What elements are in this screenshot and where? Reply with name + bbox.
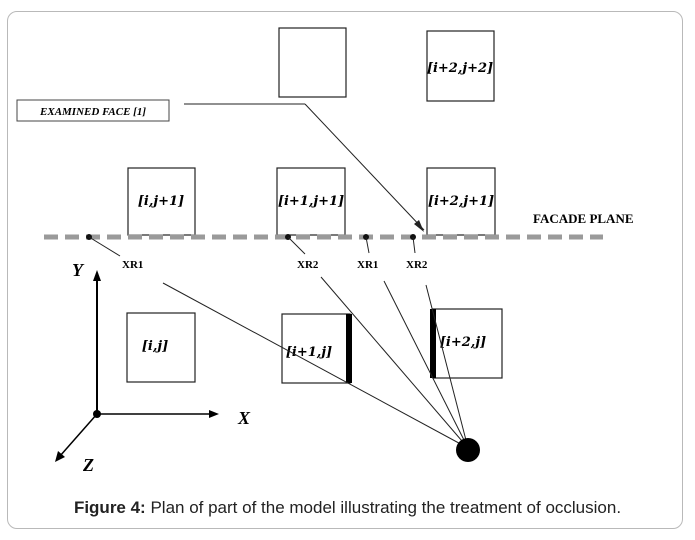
xr1-left-label: XR1 [122, 259, 143, 271]
figure-caption: Figure 4: Plan of part of the model illu… [0, 498, 695, 518]
axes-origin [93, 410, 101, 418]
examined-face-pointer-diagonal [304, 103, 425, 231]
examined-face-label: EXAMINED FACE [1] [39, 106, 146, 118]
x-axis-label: X [237, 408, 251, 428]
z-axis [59, 413, 98, 457]
cell-i1-j1 [276, 167, 346, 236]
sight-line-xr1-left [162, 282, 469, 449]
cell-label-i2-j: [i+2,j] [440, 335, 486, 350]
sight-line-xr1-mid [383, 280, 469, 449]
examined-face-arrowhead [414, 220, 424, 232]
sight-line-xr2-right [425, 284, 469, 449]
xr2-mid-label: XR2 [297, 259, 319, 271]
y-axis-arrowhead [93, 270, 101, 281]
caption-text: Plan of part of the model illustrating t… [145, 498, 622, 517]
y-axis-label: Y [72, 260, 85, 280]
leader-xr1-mid [365, 236, 370, 254]
facade-plane-label: FACADE PLANE [533, 211, 634, 226]
cell-label-i2-j2: [i+2,j+2] [427, 61, 493, 76]
z-axis-label: Z [82, 455, 94, 475]
occluding-face-i1-j [346, 314, 352, 383]
cell-top-blank [278, 27, 347, 98]
leader-xr2-right [412, 236, 416, 254]
cell-i2-j2 [426, 30, 495, 102]
cell-i2-j [432, 308, 503, 379]
cell-label-i2-j1: [i+2,j+1] [428, 194, 494, 209]
x-axis-arrowhead [209, 410, 219, 418]
z-axis-arrowhead [55, 451, 65, 462]
cell-label-i-j1: [i,j+1] [138, 194, 184, 209]
leader-xr2-mid [287, 236, 306, 255]
cell-i-j1 [127, 167, 196, 236]
sight-line-xr2-mid [320, 276, 469, 449]
cell-label-i1-j1: [i+1,j+1] [278, 194, 344, 209]
cell-i2-j1 [426, 167, 496, 236]
caption-prefix: Figure 4: [73, 498, 146, 517]
cell-i1-j [281, 313, 351, 384]
leader-xr1-left [88, 236, 121, 257]
xr1-mid-label: XR1 [357, 259, 378, 271]
cell-label-i-j: [i,j] [142, 339, 168, 354]
cell-label-i1-j: [i+1,j] [286, 345, 332, 360]
xr2-right-label: XR2 [406, 259, 428, 271]
cell-i-j [126, 312, 196, 383]
occluding-face-i2-j [430, 309, 436, 378]
examined-face-box [16, 99, 170, 122]
viewpoint [456, 438, 480, 462]
